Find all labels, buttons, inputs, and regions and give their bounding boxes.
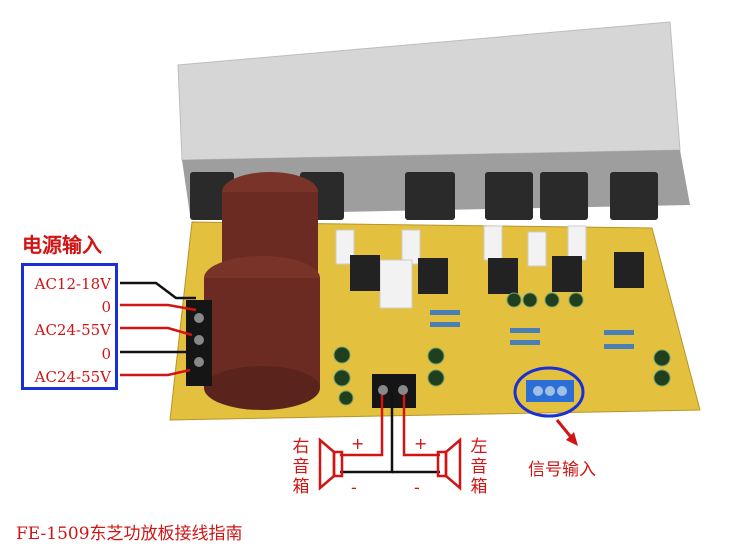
caption: FE-1509东芝功放板接线指南	[16, 524, 243, 544]
right-speaker-minus: -	[351, 478, 357, 497]
power-input-box: AC12-18V 0 AC24-55V 0 AC24-55V	[21, 263, 118, 390]
power-line-3: AC24-55V	[34, 321, 111, 339]
right-speaker-plus: +	[351, 434, 365, 453]
power-line-4: 0	[101, 345, 111, 363]
power-line-5: AC24-55V	[34, 368, 111, 386]
left-speaker-minus: -	[414, 478, 420, 497]
left-speaker-icon	[436, 437, 462, 491]
power-line-1: AC12-18V	[34, 275, 111, 293]
right-speaker-icon	[318, 437, 344, 491]
power-input-title: 电源输入	[22, 233, 102, 257]
left-speaker-plus: +	[414, 434, 428, 453]
power-line-2: 0	[101, 298, 111, 316]
left-speaker-label: 左 音 箱	[470, 437, 488, 497]
right-speaker-label: 右 音 箱	[292, 437, 310, 497]
signal-input-label: 信号输入	[528, 460, 596, 480]
